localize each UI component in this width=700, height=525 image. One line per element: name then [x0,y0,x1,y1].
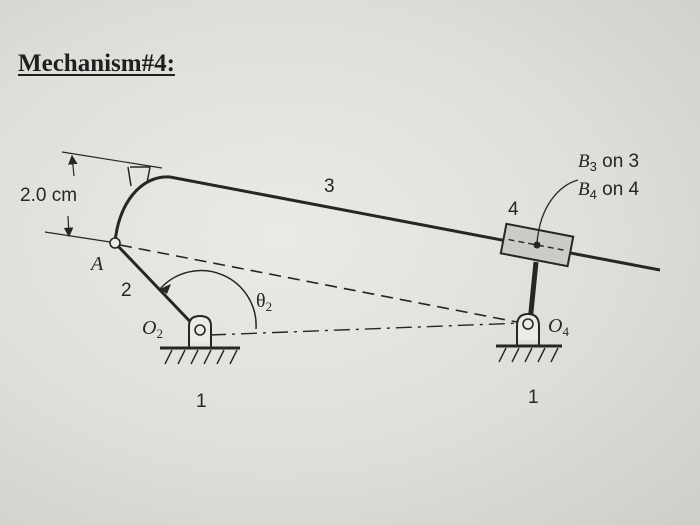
leader-line-b-note [536,179,579,244]
angle-theta2-label: θ2 [256,290,273,314]
ground-left-label: 1 [196,391,207,412]
ground-pivot-o4-icon [496,312,562,363]
theta2-arrowhead [160,284,171,294]
dimension-extension-bottom [44,231,111,243]
ground-pivot-o2-icon [160,314,240,365]
ground-line-o2-o4 [209,322,523,336]
page-title: Mechanism#4: [18,50,175,77]
pivot-o4-label: O4 [548,315,569,339]
link-2-label: 2 [121,280,132,301]
b3-on-3-note: B3 on 3 [578,151,640,174]
dimension-arrow-top [68,154,78,177]
link-3-curve [113,175,661,272]
ground-right-label: 1 [528,387,539,408]
dimension-arrow-bottom [63,215,74,238]
pin-a-icon [109,237,121,249]
link-4-label: 4 [508,199,519,220]
dimension-extension-top [61,151,163,169]
b4-on-4-note: B4 on 4 [578,179,640,202]
slider-block-4 [499,222,575,268]
pivot-o2-label: O2 [142,317,163,341]
right-angle-mark [127,166,151,187]
link-2-crank [115,243,202,334]
link-3-label: 3 [324,176,335,197]
theta2-arc [159,269,257,330]
point-a-label: A [91,253,104,275]
link-4-rod [527,261,539,323]
dashed-line-a-o4 [119,244,523,324]
offset-dimension-label: 2.0 cm [20,185,78,206]
